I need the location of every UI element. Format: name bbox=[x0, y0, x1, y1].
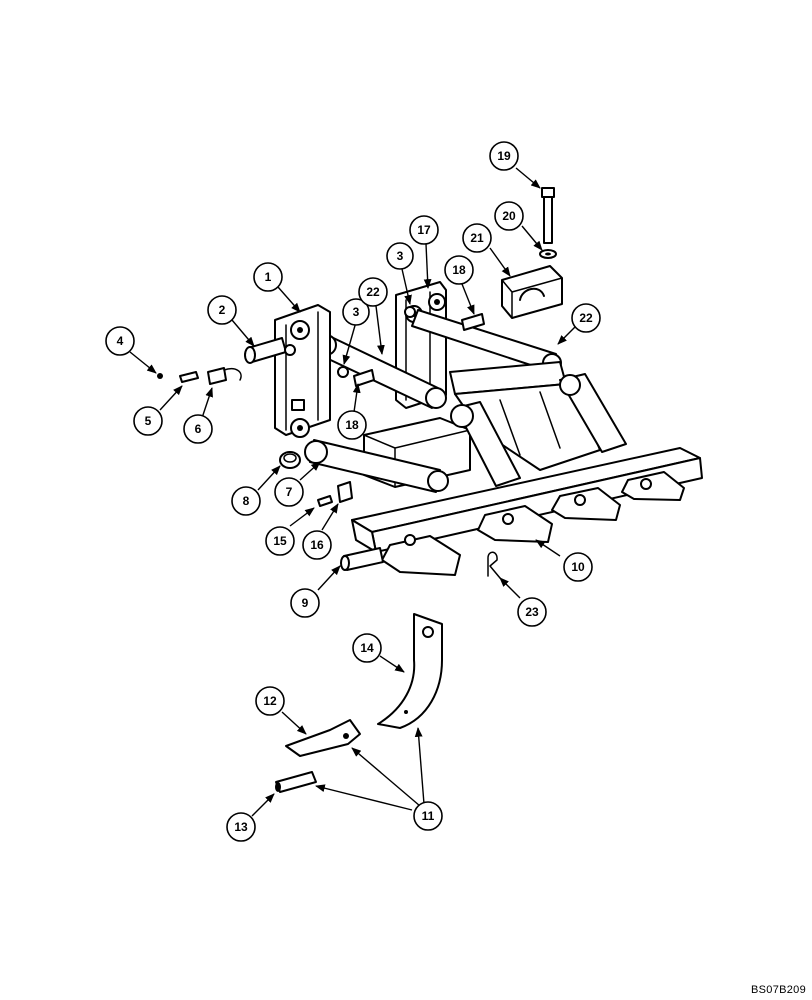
svg-text:2: 2 bbox=[219, 303, 226, 317]
ripper-tip-item-12 bbox=[285, 719, 361, 757]
drawing-reference-code: BS07B209 bbox=[751, 984, 806, 996]
svg-text:19: 19 bbox=[497, 149, 511, 163]
callout-6: 6 bbox=[183, 414, 213, 444]
svg-text:11: 11 bbox=[422, 809, 435, 823]
svg-text:3: 3 bbox=[397, 249, 404, 263]
svg-text:14: 14 bbox=[360, 641, 374, 655]
svg-text:12: 12 bbox=[263, 694, 277, 708]
svg-text:5: 5 bbox=[145, 414, 152, 428]
svg-text:9: 9 bbox=[302, 596, 309, 610]
callout-20: 20 bbox=[494, 201, 524, 231]
callout-12: 12 bbox=[255, 686, 285, 716]
svg-text:20: 20 bbox=[502, 209, 516, 223]
svg-text:21: 21 bbox=[470, 231, 484, 245]
svg-text:15: 15 bbox=[273, 534, 287, 548]
washer-item-20 bbox=[539, 249, 557, 259]
callout-15: 15 bbox=[265, 526, 295, 556]
svg-text:18: 18 bbox=[345, 418, 359, 432]
callout-8: 8 bbox=[231, 486, 261, 516]
svg-text:10: 10 bbox=[571, 560, 585, 574]
bushing-item-8 bbox=[279, 451, 301, 469]
pin-item-2 bbox=[244, 337, 296, 364]
hardware-items-3-18 bbox=[337, 306, 485, 387]
main-frame bbox=[363, 361, 601, 488]
svg-text:4: 4 bbox=[117, 334, 124, 348]
callout-22a: 22 bbox=[358, 277, 388, 307]
svg-text:17: 17 bbox=[417, 223, 431, 237]
callout-22b: 22 bbox=[571, 303, 601, 333]
callout-1: 1 bbox=[253, 262, 283, 292]
svg-text:16: 16 bbox=[310, 538, 324, 552]
callout-5: 5 bbox=[133, 406, 163, 436]
clamp-item-21 bbox=[501, 265, 563, 319]
callout-16: 16 bbox=[302, 530, 332, 560]
callout-14: 14 bbox=[352, 633, 382, 663]
callout-11: 11 bbox=[413, 801, 443, 831]
leader-lines bbox=[129, 167, 577, 817]
callout-18b: 18 bbox=[444, 255, 474, 285]
svg-text:7: 7 bbox=[286, 485, 293, 499]
callout-23: 23 bbox=[517, 597, 547, 627]
svg-text:6: 6 bbox=[195, 422, 202, 436]
svg-text:22: 22 bbox=[579, 311, 593, 325]
svg-text:3: 3 bbox=[353, 305, 360, 319]
callout-17: 17 bbox=[409, 215, 439, 245]
callout-9: 9 bbox=[290, 588, 320, 618]
roll-pin-item-13 bbox=[275, 771, 317, 793]
toolbar-beam bbox=[351, 447, 703, 576]
pin-item-9 bbox=[340, 547, 384, 571]
ripper-shank-item-14 bbox=[377, 613, 443, 729]
callout-19: 19 bbox=[489, 141, 519, 171]
callout-21: 21 bbox=[462, 223, 492, 253]
plate-item-16 bbox=[337, 481, 353, 503]
callout-13: 13 bbox=[226, 812, 256, 842]
bolt-item-19 bbox=[541, 187, 555, 244]
callout-7: 7 bbox=[274, 477, 304, 507]
svg-text:22: 22 bbox=[366, 285, 380, 299]
bolt-item-15 bbox=[317, 495, 333, 507]
callouts: 1 2 3 3 4 5 6 7 8 9 10 11 12 13 14 15 16… bbox=[105, 141, 601, 842]
small-hardware bbox=[157, 367, 242, 385]
svg-text:23: 23 bbox=[525, 605, 539, 619]
ripper-assembly bbox=[157, 187, 703, 579]
callout-10: 10 bbox=[563, 552, 593, 582]
svg-text:1: 1 bbox=[265, 270, 272, 284]
retaining-clip-item-23 bbox=[487, 551, 501, 579]
rear-brackets bbox=[450, 373, 627, 487]
svg-text:13: 13 bbox=[234, 820, 248, 834]
callout-3a: 3 bbox=[342, 298, 370, 326]
callout-2: 2 bbox=[207, 295, 237, 325]
lower-link-arm bbox=[304, 439, 449, 493]
callout-3b: 3 bbox=[386, 242, 414, 270]
callout-18a: 18 bbox=[337, 410, 367, 440]
svg-text:18: 18 bbox=[452, 263, 466, 277]
front-mounting-plate bbox=[274, 304, 331, 438]
svg-text:8: 8 bbox=[243, 494, 250, 508]
callout-4: 4 bbox=[105, 326, 135, 356]
